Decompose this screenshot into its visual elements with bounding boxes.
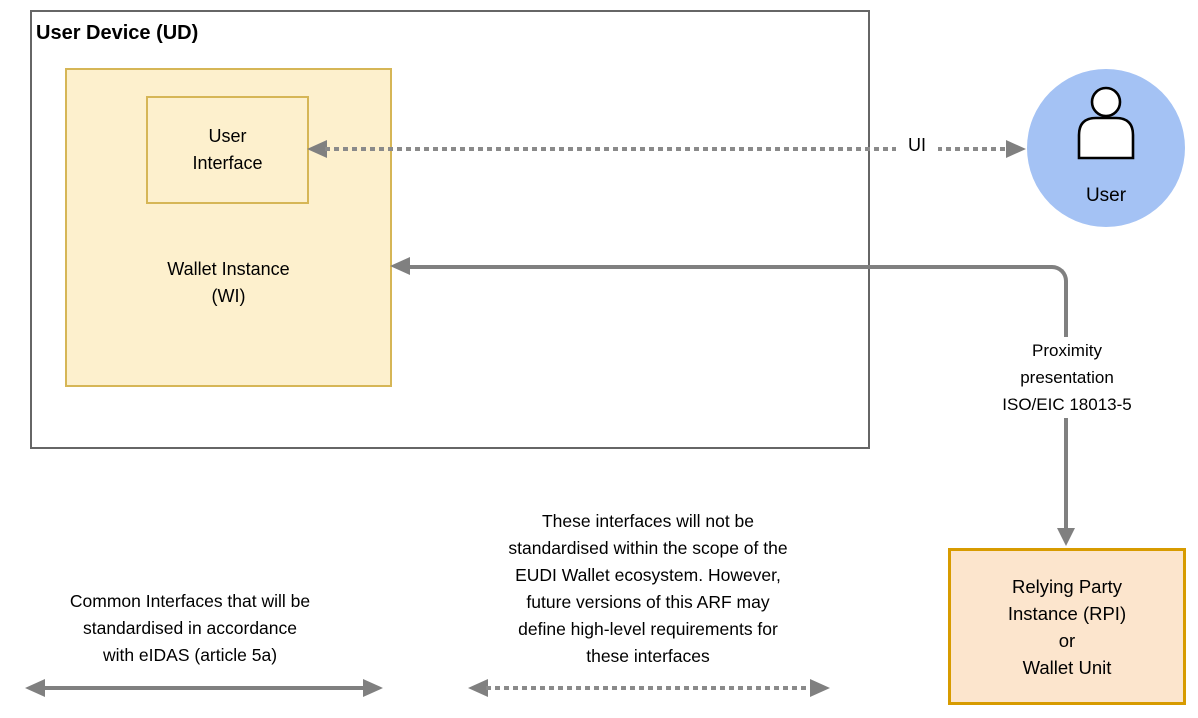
relying-party-line3: or [1058, 629, 1076, 651]
proximity-arrow-elbow-line [408, 265, 1068, 325]
ui-arrow-dotted-line [325, 147, 1008, 151]
wallet-instance-label-line1: Wallet Instance [167, 259, 290, 279]
middle-double-arrow-right-arrowhead-icon [810, 679, 830, 697]
relying-party-line1: Relying Party [1011, 575, 1122, 597]
user-interface-box: User Interface [146, 96, 309, 204]
caption-not-standardised: These interfaces will not be standardise… [458, 508, 838, 670]
user-device-box [30, 10, 870, 449]
proximity-arrow-label: Proximity presentation ISO/EIC 18013-5 [977, 337, 1157, 418]
caption-mid-line1: These interfaces will not be [541, 511, 755, 531]
caption-mid-line3: EUDI Wallet ecosystem. However, [515, 565, 781, 585]
user-interface-label-line2: Interface [192, 153, 263, 173]
proximity-arrow-down-arrowhead-icon [1057, 528, 1075, 546]
caption-mid-line6: these interfaces [586, 646, 710, 666]
caption-mid-line2: standardised within the scope of the [508, 538, 788, 558]
ui-arrow-label: UI [896, 135, 938, 156]
middle-double-arrow-left-arrowhead-icon [468, 679, 488, 697]
proximity-label-line3: ISO/EIC 18013-5 [1002, 395, 1132, 414]
left-double-arrow-line [43, 686, 365, 690]
middle-double-arrow-dotted-line [486, 686, 810, 690]
relying-party-box: Relying Party Instance (RPI) or Wallet U… [948, 548, 1186, 705]
user-label: User [1085, 185, 1127, 206]
caption-left-line3: with eIDAS (article 5a) [102, 645, 278, 665]
caption-mid-line5: define high-level requirements for [518, 619, 778, 639]
user-interface-label-line1: User [208, 126, 247, 146]
left-double-arrow-right-arrowhead-icon [363, 679, 383, 697]
wallet-instance-label: Wallet Instance (WI) [65, 256, 392, 310]
user-circle: User [1027, 69, 1185, 227]
relying-party-line4: Wallet Unit [1022, 656, 1112, 678]
left-double-arrow-left-arrowhead-icon [25, 679, 45, 697]
caption-left-line1: Common Interfaces that will be [69, 591, 311, 611]
proximity-arrow-vertical-line [1064, 323, 1068, 529]
caption-common-interfaces: Common Interfaces that will be standardi… [12, 588, 368, 669]
relying-party-line2: Instance (RPI) [1007, 602, 1127, 624]
wallet-instance-label-line2: (WI) [211, 286, 246, 306]
ui-arrow-left-arrowhead-icon [307, 140, 327, 158]
caption-mid-line4: future versions of this ARF may [526, 592, 770, 612]
caption-left-line2: standardised in accordance [82, 618, 298, 638]
proximity-arrow-left-arrowhead-icon [390, 257, 410, 275]
proximity-label-line2: presentation [1020, 368, 1114, 387]
proximity-label-line1: Proximity [1032, 341, 1102, 360]
user-device-label: User Device (UD) [36, 22, 199, 44]
ui-arrow-right-arrowhead-icon [1006, 140, 1026, 158]
person-icon [1077, 86, 1135, 160]
